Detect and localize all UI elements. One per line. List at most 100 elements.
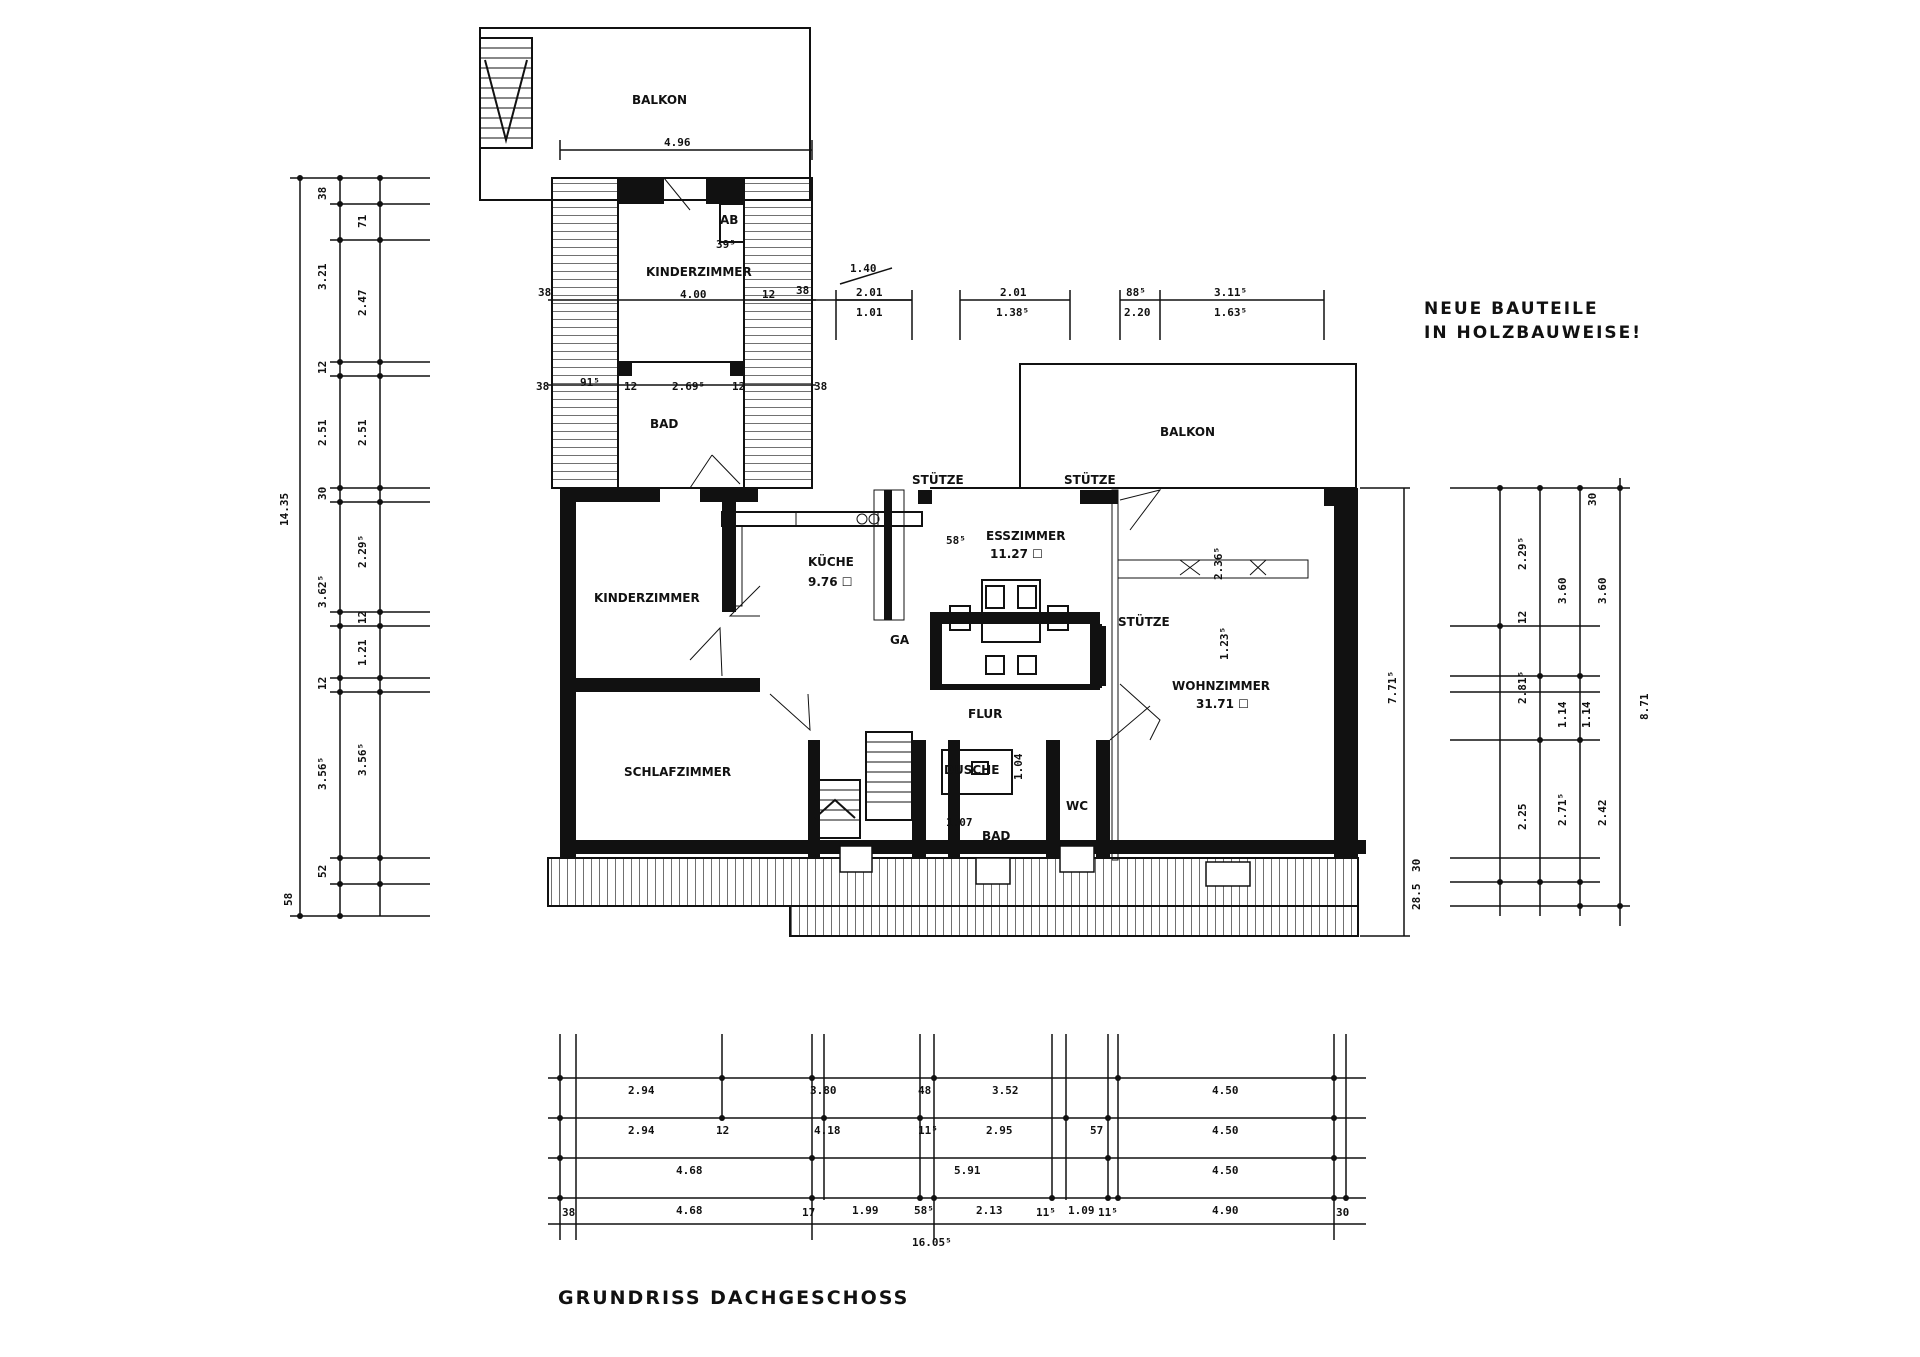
bottom-dim-r4-4: 58⁵ [914,1204,934,1217]
dim-1235: 1.23⁵ [1218,627,1231,660]
room-label-wc: WC [1066,799,1088,813]
right-dim-1: 2.29⁵ [1516,537,1529,570]
left-dim-10: 12 [356,611,369,624]
bottom-dim-r4-3: 1.99 [852,1204,879,1217]
top-dimension-chains [548,140,1325,386]
dim-236: 2.36⁵ [1212,547,1225,580]
dining-furniture [949,579,1069,675]
left-dim-12: 12 [316,677,329,690]
drawing-title: GRUNDRISS DACHGESCHOSS [558,1287,909,1309]
bottom-dim-r1-2: 48 [918,1084,931,1097]
room-label-esszimmer: ESSZIMMER [986,529,1065,543]
dim-38a: 38 [538,286,551,299]
bottom-dim-r4-10: 30 [1336,1206,1349,1219]
bottom-dim-r3-0: 4.68 [676,1164,703,1177]
bottom-dim-r2-5: 57 [1090,1124,1103,1137]
left-dim-1: 71 [356,214,369,228]
dim-400: 4.00 [680,288,707,301]
bottom-dim-r3-1: 5.91 [954,1164,981,1177]
right-dim-11: 30 [1410,859,1423,872]
left-dim-4: 12 [316,361,329,374]
dim-163: 1.63⁵ [1214,306,1247,319]
room-label-stuetze-2: STÜTZE [1064,472,1116,487]
right-dim-12: 28.5 [1410,884,1423,911]
bottom-dim-r1-3: 3.52 [992,1084,1019,1097]
bottom-dim-r2-0: 2.94 [628,1124,655,1137]
bottom-dim-r2-2: 4.18 [814,1124,841,1137]
left-dim-13: 3.56⁵ [316,757,329,790]
door-swings [689,489,1309,741]
right-dim-3: 3.60 [1596,578,1609,605]
dim-140: 1.40 [850,262,877,275]
dim-201a: 2.01 [856,286,883,299]
dim-496: 4.96 [664,136,691,149]
right-dim-0: 30 [1586,493,1599,506]
bottom-dim-total: 16.05⁵ [912,1236,952,1249]
right-dim-7: 1.14 [1580,701,1593,728]
dim-311: 3.11⁵ [1214,286,1247,299]
dim-88: 88⁵ [1126,286,1146,299]
dim-220: 2.20 [1124,306,1151,319]
room-label-bad: BAD [982,829,1010,843]
note-line-2: IN HOLZBAUWEISE! [1424,323,1642,343]
right-dim-13: 8.71 [1638,693,1651,720]
bottom-dim-r4-1: 4.68 [676,1204,703,1217]
left-dim-2: 3.21 [316,263,329,290]
left-dim-14: 3.56⁵ [356,743,369,776]
room-label-ab: AB [720,213,738,227]
right-dim-8: 2.25 [1516,804,1529,831]
room-area-esszimmer: 11.27 ☐ [990,547,1043,561]
dim-12b: 12 [624,380,637,393]
dim-12a: 12 [762,288,775,301]
left-dim-labels: 38 71 3.21 2.47 12 2.51 2.51 30 2.29⁵ 3.… [278,187,369,906]
bottom-dim-r3-2: 4.50 [1212,1164,1239,1177]
left-dim-9: 3.62⁵ [316,575,329,608]
right-dim-2: 3.60 [1556,578,1569,605]
bottom-dim-r1-1: 3.80 [810,1084,837,1097]
bottom-dim-labels: 2.94 3.80 48 3.52 4.50 2.94 12 4.18 11⁵ … [562,1084,1349,1249]
dim-101: 1.01 [856,306,883,319]
dim-38d: 38 [814,380,827,393]
right-dim-9: 2.71⁵ [1556,793,1569,826]
note-line-1: NEUE BAUTEILE [1424,299,1599,319]
dim-138: 1.38⁵ [996,306,1029,319]
bottom-dim-r2-6: 4.50 [1212,1124,1239,1137]
left-dim-6: 2.51 [356,419,369,446]
bottom-dim-r2-1: 12 [716,1124,729,1137]
left-dim-7: 30 [316,487,329,500]
stairs [809,731,1013,839]
right-dim-labels: 30 2.29⁵ 3.60 3.60 12 2.81⁵ 1.14 1.14 2.… [1386,493,1651,910]
room-area-wohnzimmer: 31.71 ☐ [1196,697,1249,711]
dim-269: 2.69⁵ [672,380,705,393]
bottom-dim-r4-0: 38 [562,1206,575,1219]
room-area-kueche: 9.76 ☐ [808,575,853,589]
room-label-balkon-right: BALKON [1160,425,1215,439]
room-label-kinderzimmer-top: KINDERZIMMER [646,265,752,279]
left-dim-17: 14.35 [278,493,291,526]
left-dim-0: 38 [316,187,329,200]
room-label-ga: GA [890,633,910,647]
bottom-dim-r4-2: 17 [802,1206,815,1219]
bottom-dim-r4-7: 1.09 [1068,1204,1095,1217]
right-dim-6: 1.14 [1556,701,1569,728]
left-dimension-chain [290,175,430,919]
right-dim-10: 2.42 [1596,800,1609,827]
left-dim-16: 58 [282,893,295,906]
bottom-dim-r4-9: 4.90 [1212,1204,1239,1217]
dim-91: 91⁵ [580,376,600,389]
dim-58: 58⁵ [946,534,966,547]
dim-104: 1.04 [1012,753,1025,780]
room-label-dusche: DUSCHE [944,763,999,777]
bottom-dim-r1-0: 2.94 [628,1084,655,1097]
right-dim-5: 2.81⁵ [1516,671,1529,704]
bottom-dim-r2-4: 2.95 [986,1124,1013,1137]
room-label-schlafzimmer: SCHLAFZIMMER [624,765,731,779]
room-label-kinderzimmer: KINDERZIMMER [594,591,700,605]
dim-12c: 12 [732,380,745,393]
room-label-kueche: KÜCHE [808,554,854,569]
dim-39: 39⁵ [716,238,736,251]
left-dim-5: 2.51 [316,419,329,446]
room-label-balkon-top: BALKON [632,93,687,107]
right-dim-4: 12 [1516,611,1529,624]
